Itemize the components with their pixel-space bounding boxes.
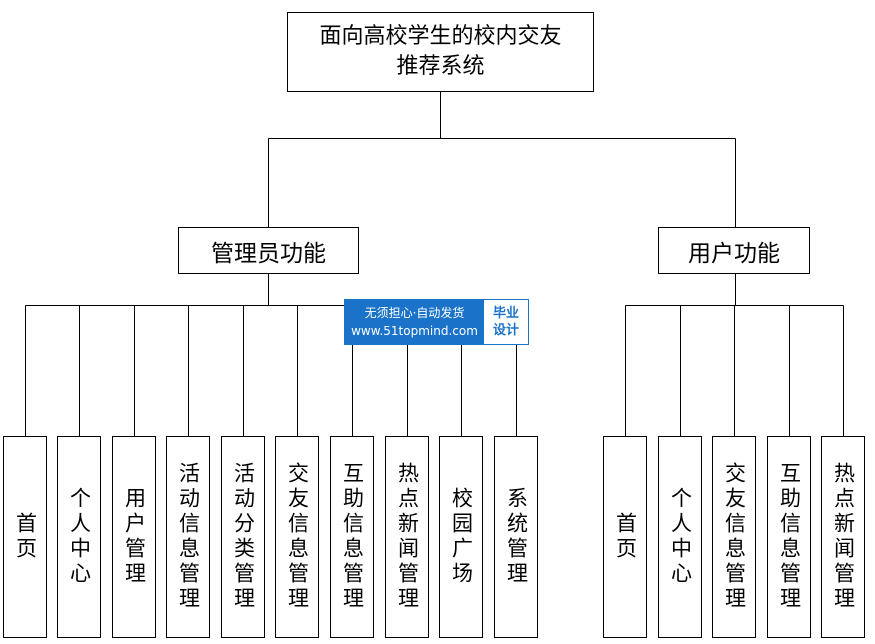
leaf-label: 热点新闻管理	[395, 462, 420, 612]
leaf-label: 交友信息管理	[722, 462, 747, 612]
leaf-label: 校园广场	[449, 487, 474, 587]
user-node: 用户功能	[658, 227, 810, 274]
watermark-stamp: 无须担心·自动发货 www.51topmind.com 毕业 设计	[344, 299, 529, 345]
leaf-label: 首页	[613, 512, 638, 562]
root-title-line2: 推荐系统	[396, 54, 485, 79]
watermark-url: www.51topmind.com	[351, 324, 478, 338]
admin-leaf: 用户管理	[112, 436, 156, 638]
leaf-label: 活动分类管理	[231, 462, 256, 612]
leaf-label: 首页	[13, 512, 38, 562]
leaf-label: 活动信息管理	[176, 462, 201, 612]
admin-leaf: 首页	[3, 436, 47, 638]
admin-leaf: 互助信息管理	[330, 436, 374, 638]
leaf-label: 交友信息管理	[285, 462, 310, 612]
leaf-label: 系统管理	[504, 487, 529, 587]
admin-leaf: 个人中心	[57, 436, 101, 638]
user-leaf: 热点新闻管理	[821, 436, 865, 638]
user-leaf: 交友信息管理	[712, 436, 756, 638]
user-leaf: 个人中心	[658, 436, 702, 638]
admin-node: 管理员功能	[178, 227, 359, 274]
leaf-label: 互助信息管理	[777, 462, 802, 612]
root-title-line1: 面向高校学生的校内交友	[319, 24, 562, 49]
admin-leaf: 活动信息管理	[166, 436, 210, 638]
leaf-label: 个人中心	[668, 487, 693, 587]
leaf-label: 互助信息管理	[340, 462, 365, 612]
admin-leaf: 校园广场	[439, 436, 483, 638]
admin-leaf: 交友信息管理	[275, 436, 319, 638]
admin-leaf: 系统管理	[494, 436, 538, 638]
user-leaf: 首页	[603, 436, 647, 638]
watermark-badge-bottom: 设计	[492, 323, 519, 338]
user-leaf: 互助信息管理	[767, 436, 811, 638]
leaf-label: 用户管理	[122, 487, 147, 587]
root-node: 面向高校学生的校内交友 推荐系统	[287, 12, 594, 92]
admin-node-label: 管理员功能	[211, 240, 326, 267]
watermark-slogan: 无须担心·自动发货	[364, 306, 465, 320]
leaf-label: 个人中心	[67, 487, 92, 587]
user-node-label: 用户功能	[688, 240, 780, 267]
admin-leaf: 活动分类管理	[221, 436, 265, 638]
watermark-badge-top: 毕业	[492, 306, 519, 321]
leaf-label: 热点新闻管理	[831, 462, 856, 612]
admin-leaf: 热点新闻管理	[385, 436, 429, 638]
